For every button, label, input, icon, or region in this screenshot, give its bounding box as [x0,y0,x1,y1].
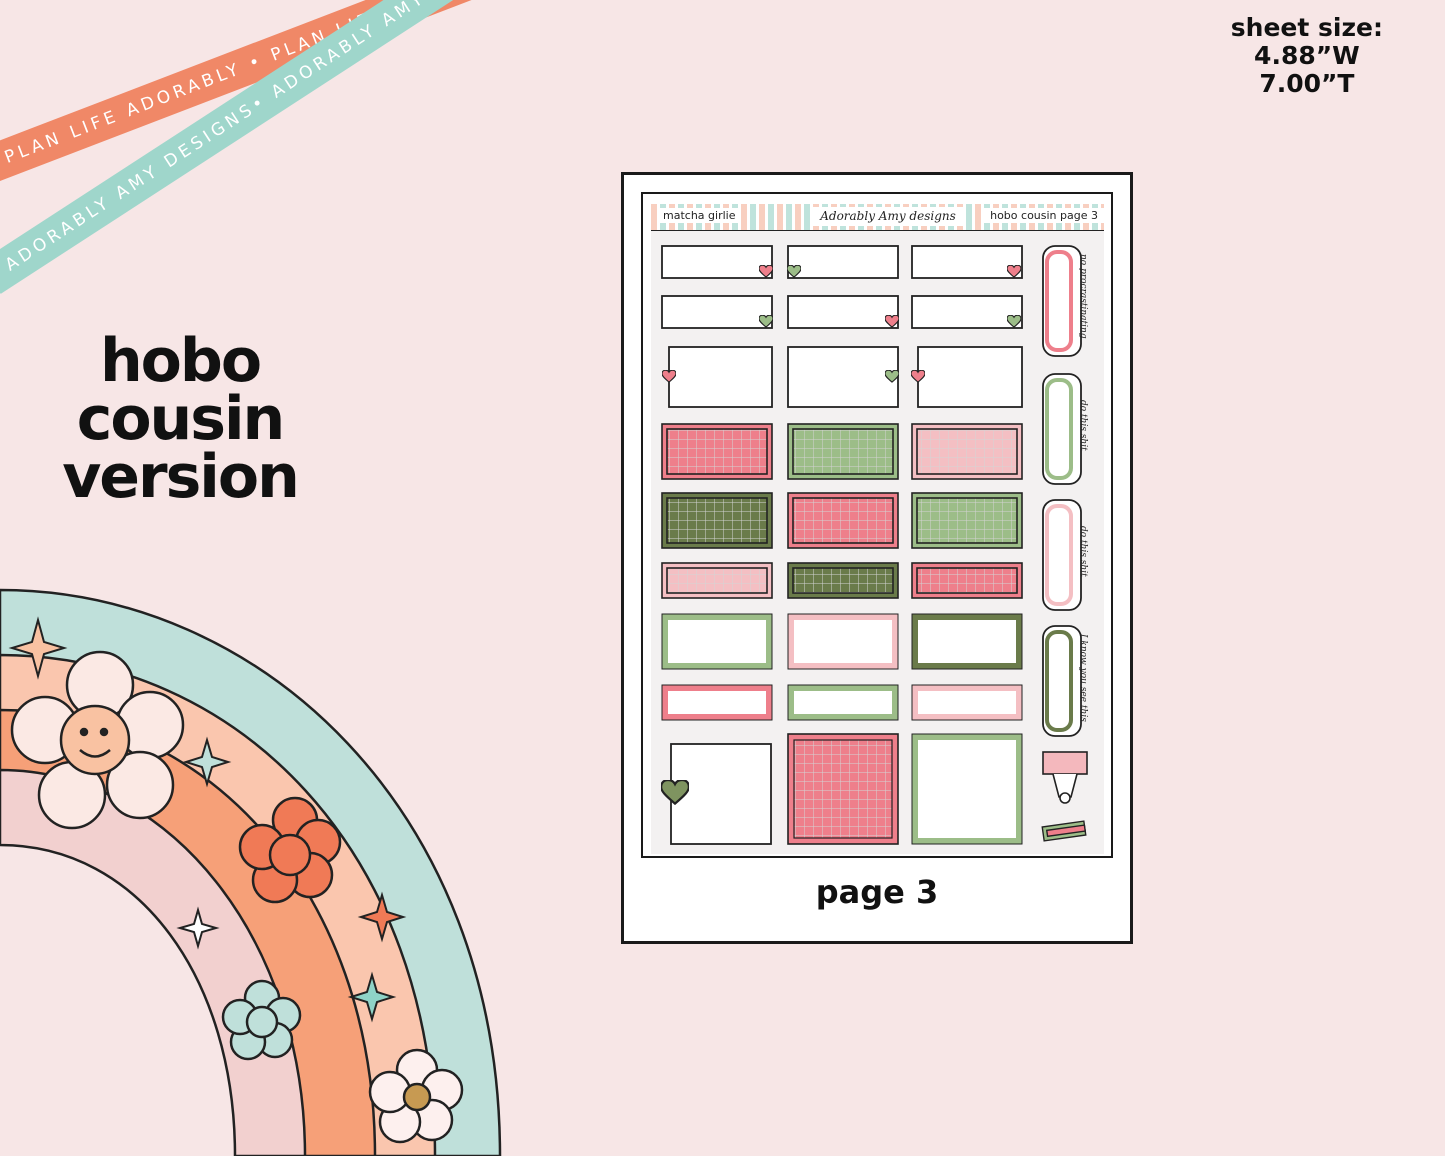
binder-clip-icon [1042,751,1088,804]
rainbow-illustration [0,588,502,1156]
sparkle-icon [176,906,220,950]
sheet-theme-label: matcha girlie [657,208,742,223]
version-title: hobo cousin version [60,326,300,512]
sparkle-icon [182,736,232,788]
sparkle-icon [357,891,407,943]
page-label: page 3 [815,873,939,911]
version-title-line: cousin [76,384,286,454]
orange-flower-icon [238,796,342,904]
sheet-size-info: sheet size: 4.88”W 7.00”T [1231,14,1383,98]
sparkle-icon [347,971,397,1023]
version-title-line: version [62,442,300,512]
sheet-size-width: 4.88”W [1254,41,1360,70]
side-label-text: do this shit [1078,526,1088,577]
sparkle-icon [8,616,68,680]
sheet-size-label: sheet size: [1230,13,1383,42]
side-label-text: do this shit [1078,400,1088,451]
adorably-amy-designs-ribbon: ADORABLY AMY DESIGNS• ADORABLY AMY DESIG… [0,0,639,294]
sheet-size-height: 7.00”T [1259,69,1355,98]
mint-flower-icon [221,979,302,1061]
heart-box-sticker [911,295,1023,329]
sheet-page-title: hobo cousin page 3 [984,208,1104,223]
heart-box-sticker [787,245,899,279]
sticker-layout: no procrastinating do this shit do this … [661,245,1088,845]
side-label-text: I know you see this [1078,633,1088,722]
sticker-sheet: matcha girlie Adorably Amy designs hobo … [651,204,1104,854]
brand-logo: Adorably Amy designs [813,207,963,226]
white-flower-icon [368,1048,464,1144]
side-label-text: no procrastinating [1078,254,1088,339]
heart-box-sticker [661,245,773,279]
heart-box-sticker [668,346,773,408]
heart-box-sticker [661,295,773,329]
sticker-sheet-border: matcha girlie Adorably Amy designs hobo … [641,192,1113,858]
heart-box-sticker [787,346,899,408]
washi-tape-icon [1041,820,1087,842]
heart-box-sticker [917,346,1023,408]
sheet-header-strip: matcha girlie Adorably Amy designs hobo … [651,204,1104,231]
heart-box-sticker [911,245,1023,279]
sticker-sheet-frame: matcha girlie Adorably Amy designs hobo … [621,172,1133,944]
version-title-line: hobo [99,326,262,396]
heart-square-sticker [670,743,772,845]
smiley-flower-icon [10,650,185,830]
heart-box-sticker [787,295,899,329]
